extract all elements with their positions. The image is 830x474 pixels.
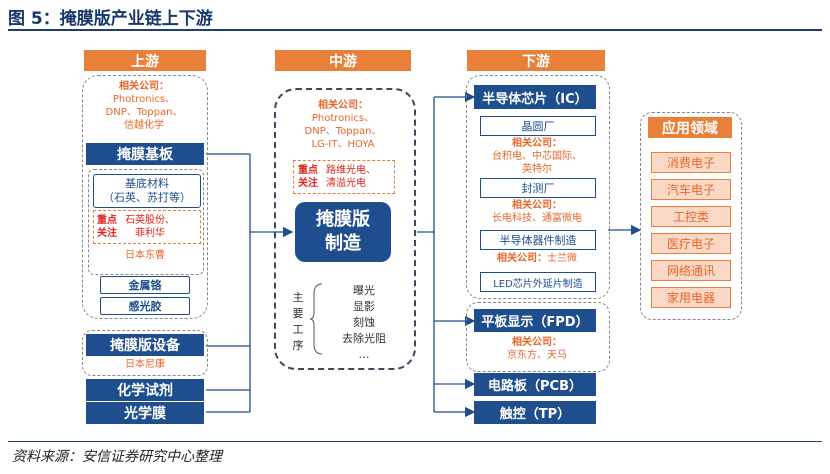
focus-label-1: 重点 <box>97 215 117 226</box>
packaging-companies-label: 相关公司： <box>512 200 562 211</box>
process-list: 曝光 显影 刻蚀 去除光阻 … <box>326 283 402 363</box>
tosoh-label: 日本东曹 <box>125 250 165 261</box>
upstream-companies-label: 相关公司： <box>119 81 169 92</box>
base-material-label: 基底材料 <box>125 177 169 190</box>
substrate-group <box>88 169 204 275</box>
mask-substrate: 掩膜基板 <box>86 143 204 165</box>
process-brace <box>310 283 323 355</box>
wafer-company: 台积电、中芯国际、 <box>492 151 582 162</box>
midstream-companies: 相关公司： Photronics、 DNP、Toppan、 LG-IT、HOYA <box>276 99 410 151</box>
device-companies: 相关公司：士兰微 <box>474 252 600 265</box>
focus-label-2: 关注 <box>298 178 318 189</box>
led-epitaxy: LED芯片外延片制造 <box>480 272 596 292</box>
packaging-companies: 相关公司： 长电科技、通富微电 <box>474 199 600 225</box>
fpd-companies-label: 相关公司： <box>512 337 562 348</box>
upstream-companies: 相关公司： Photronics、 DNP、Toppan、 信越化学 <box>84 80 204 132</box>
photoresist: 感光胶 <box>100 297 190 315</box>
chemical-reagents: 化学试剂 <box>86 379 204 401</box>
upstream-company: DNP、Toppan、 <box>105 107 183 118</box>
fpd-group <box>466 302 610 372</box>
wafer-fab: 晶圆厂 <box>480 116 596 136</box>
wafer-company: 英特尔 <box>522 164 552 175</box>
ic-chips: 半导体芯片（IC） <box>474 85 596 109</box>
process-label-char: 要 <box>292 307 304 320</box>
upstream-group <box>82 75 208 319</box>
mask-manufacturing-line2: 制造 <box>325 233 361 254</box>
process-label-char: 工 <box>292 323 304 336</box>
process-step: 刻蚀 <box>353 316 375 329</box>
title-divider <box>8 29 822 31</box>
device-manufacturing: 半导体器件制造 <box>480 230 596 250</box>
optical-film: 光学膜 <box>86 402 204 424</box>
chrome-metal: 金属铬 <box>100 276 190 294</box>
midstream-group <box>274 88 416 370</box>
app-item: 网络通讯 <box>651 260 731 281</box>
page-title: 图 5：掩膜版产业链上下游 <box>8 9 213 29</box>
midstream-company: LG-IT、HOYA <box>311 139 375 150</box>
applications-group <box>640 112 742 320</box>
wafer-companies-label: 相关公司： <box>512 138 562 149</box>
flat-panel-display: 平板显示（FPD） <box>474 309 596 332</box>
upstream-focus-box: 重点 关注 石英股份、 菲利华 <box>93 210 201 244</box>
app-item: 医疗电子 <box>651 233 731 254</box>
focus-company: 石英股份、 <box>125 215 175 226</box>
equipment-group <box>82 330 208 376</box>
footer-divider <box>8 441 822 442</box>
touch-panel: 触控（TP） <box>474 401 596 424</box>
mask-manufacturing: 掩膜版 制造 <box>295 202 391 262</box>
upstream-company: 信越化学 <box>124 120 164 131</box>
focus-company: 清溢光电 <box>326 178 366 189</box>
app-item: 汽车电子 <box>651 179 731 200</box>
device-companies-label: 相关公司： <box>497 253 547 264</box>
packaging-company: 长电科技、通富微电 <box>492 213 582 224</box>
downstream-heading: 下游 <box>467 50 605 71</box>
applications-heading: 应用领域 <box>648 117 732 138</box>
process-step: 曝光 <box>353 284 375 297</box>
app-item: 消费电子 <box>651 152 731 173</box>
process-step: 去除光阻 <box>342 332 386 345</box>
source-note: 资料来源：安信证券研究中心整理 <box>12 449 222 465</box>
process-label-char: 主 <box>292 291 304 304</box>
circuit-board: 电路板（PCB） <box>474 373 596 396</box>
ic-group <box>466 75 610 299</box>
process-step: … <box>358 348 370 361</box>
base-material: 基底材料 （石英、苏打等） <box>93 174 201 208</box>
midstream-company: DNP、Toppan、 <box>304 126 382 137</box>
nikon-label: 日本尼康 <box>125 359 165 370</box>
focus-label-1: 重点 <box>298 165 318 176</box>
process-label-char: 序 <box>292 339 304 352</box>
mask-manufacturing-line1: 掩膜版 <box>316 209 370 230</box>
device-company: 士兰微 <box>547 253 577 264</box>
packaging-test: 封测厂 <box>480 178 596 198</box>
midstream-focus-box: 重点 关注 路维光电、 清溢光电 <box>293 160 395 194</box>
app-item: 家用电器 <box>651 287 731 308</box>
midstream-company: Photronics、 <box>311 113 375 124</box>
focus-company: 路维光电、 <box>326 165 376 176</box>
midstream-companies-label: 相关公司： <box>318 100 368 111</box>
base-material-examples: （石英、苏打等） <box>103 191 191 204</box>
process-step: 显影 <box>353 300 375 313</box>
upstream-company: Photronics、 <box>112 94 176 105</box>
fpd-company: 京东方、天马 <box>507 350 567 361</box>
app-item: 工控类 <box>651 206 731 227</box>
upstream-heading: 上游 <box>84 50 206 71</box>
focus-company: 菲利华 <box>135 228 165 239</box>
focus-label-2: 关注 <box>97 228 117 239</box>
fpd-companies: 相关公司： 京东方、天马 <box>474 336 600 362</box>
mask-equipment: 掩膜版设备 <box>86 334 204 356</box>
process-label: 主 要 工 序 <box>291 290 305 354</box>
midstream-heading: 中游 <box>275 50 411 71</box>
wafer-companies: 相关公司： 台积电、中芯国际、 英特尔 <box>474 137 600 176</box>
